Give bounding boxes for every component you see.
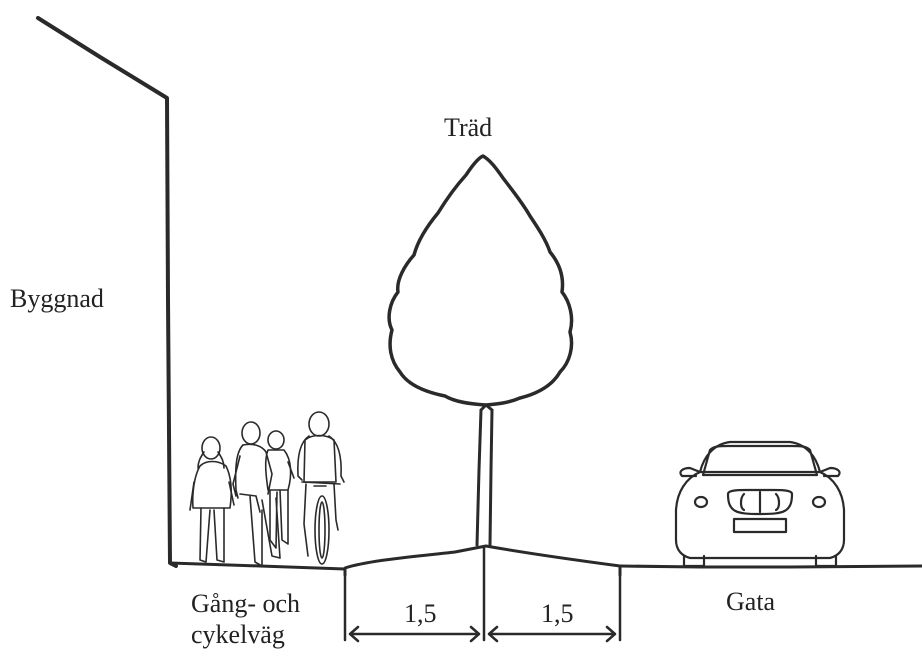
ground-line-left	[168, 561, 347, 571]
ground-line-street	[618, 564, 922, 569]
tree-trunk	[475, 403, 494, 547]
pedestrian-icon	[232, 421, 281, 567]
dimension-label-left: 1,5	[404, 599, 437, 628]
tree-verge	[343, 544, 622, 577]
cyclist-icon	[297, 411, 345, 565]
dimension-arrow-right	[487, 625, 617, 643]
building-label: Byggnad	[10, 284, 104, 313]
path-label: Gång- och cykelväg	[191, 588, 300, 650]
pedestrian-icon	[264, 430, 295, 549]
tree-label: Träd	[444, 113, 493, 142]
tree-icon	[387, 154, 574, 407]
street-label: Gata	[726, 587, 776, 616]
dimension-arrow-left	[348, 625, 481, 643]
dimension-label-right: 1,5	[541, 599, 574, 628]
path-label-line2: cykelväg	[191, 620, 285, 649]
pedestrian-icon	[189, 436, 235, 563]
car-icon	[674, 440, 846, 568]
path-label-line1: Gång- och	[191, 589, 301, 618]
